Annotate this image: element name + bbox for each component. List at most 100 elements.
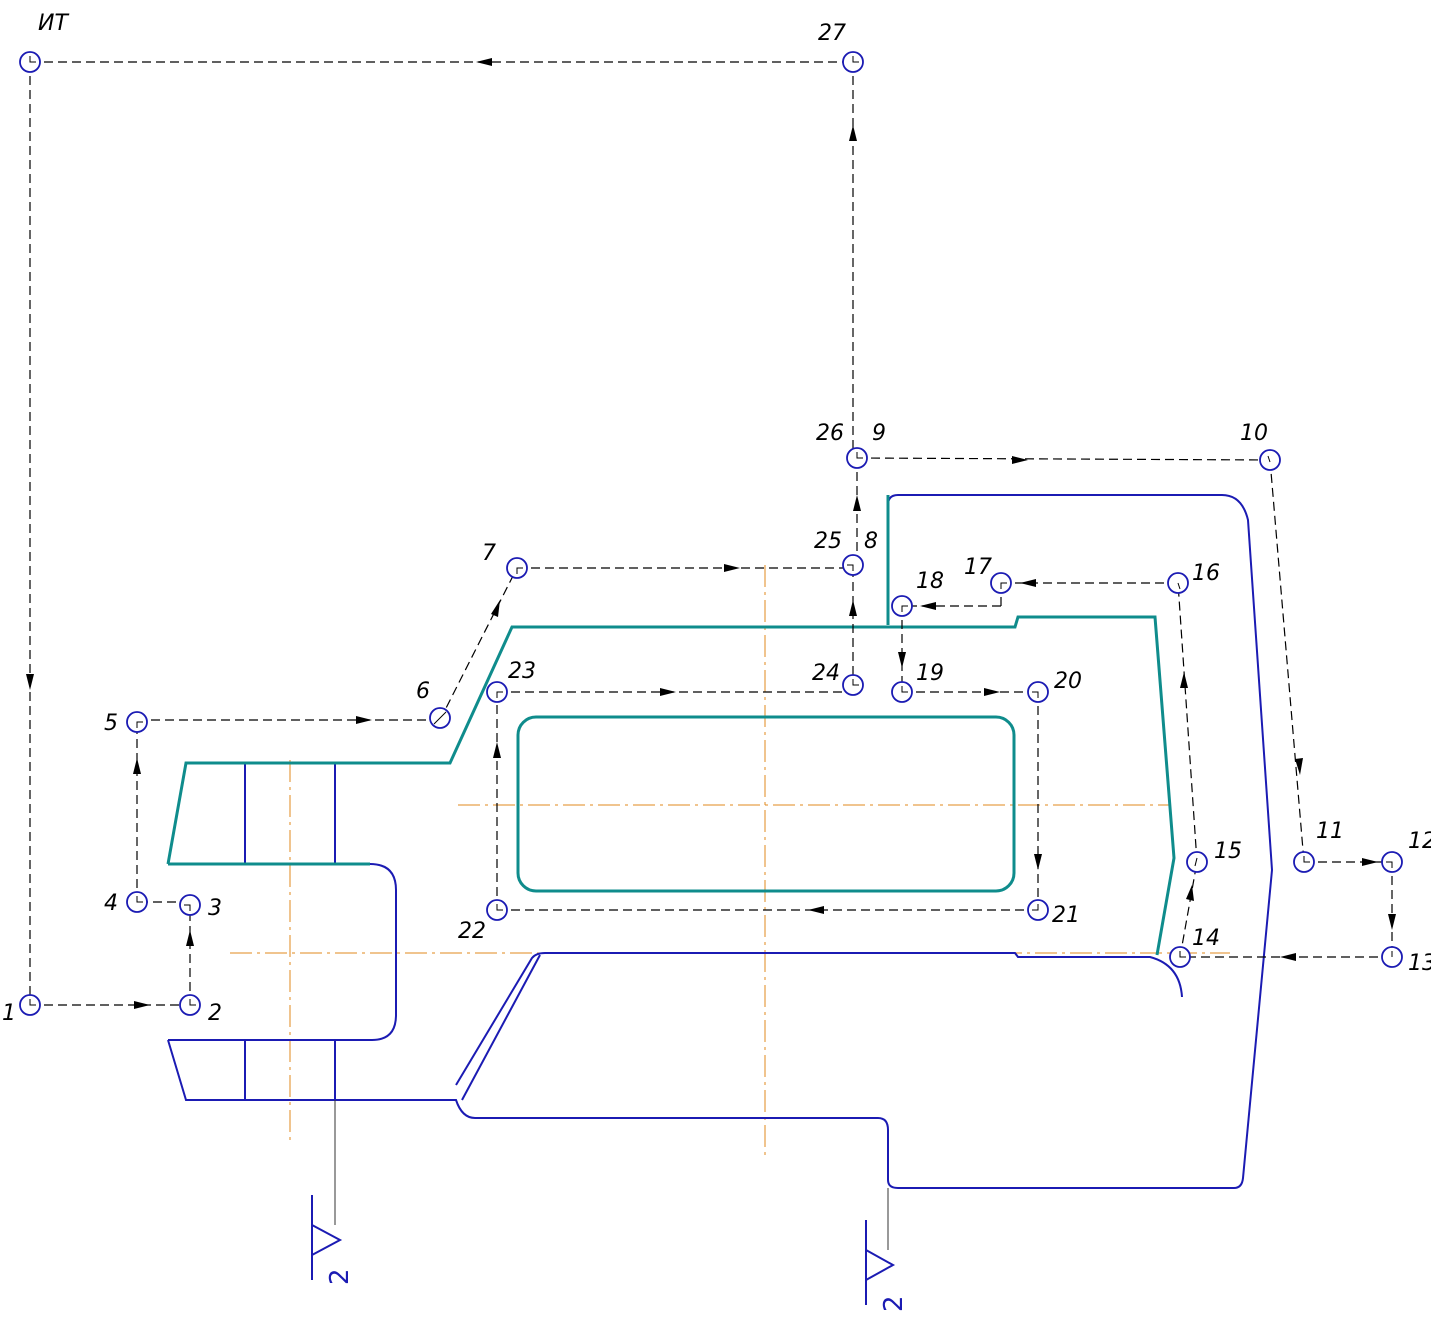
arrow-heads xyxy=(26,58,1396,1009)
point-5 xyxy=(126,711,148,733)
point-27 xyxy=(842,51,864,73)
path-9-10 xyxy=(856,457,1271,461)
label-8: 8 xyxy=(864,529,878,554)
label-13: 13 xyxy=(1408,951,1431,976)
label-9: 9 xyxy=(872,421,886,446)
label-2: 2 xyxy=(208,1001,222,1026)
label-21: 21 xyxy=(1052,903,1080,928)
point-24 xyxy=(842,674,864,696)
point-8 xyxy=(842,554,864,576)
label-12: 12 xyxy=(1408,829,1431,854)
base-mark-left: 2 xyxy=(311,1195,355,1285)
label-6: 6 xyxy=(416,679,430,704)
arrow-19-20 xyxy=(984,688,1000,696)
point-22 xyxy=(486,899,508,921)
base-number-left: 2 xyxy=(325,1268,355,1285)
arrow-18-19 xyxy=(898,652,906,668)
point-3 xyxy=(179,894,201,916)
base-mark-right: 2 xyxy=(865,1220,909,1312)
point-4 xyxy=(126,891,148,913)
label-26: 26 xyxy=(816,421,844,446)
label-18: 18 xyxy=(916,569,944,594)
path-14-15 xyxy=(1179,861,1198,958)
point-1 xyxy=(19,994,41,1016)
arrow-17-18 xyxy=(920,602,936,610)
arrow-13-14 xyxy=(1280,953,1296,961)
part-slot-right xyxy=(369,863,397,1041)
point-9 xyxy=(846,447,868,469)
label-23: 23 xyxy=(508,659,536,684)
arrow-9-10 xyxy=(1012,456,1028,464)
label-7: 7 xyxy=(482,541,496,566)
part-pocket-floor xyxy=(455,952,1183,1086)
label-4: 4 xyxy=(104,891,118,916)
arrow-4-5 xyxy=(133,758,141,774)
inner-pocket-contour xyxy=(516,715,1016,893)
arrow-1-2 xyxy=(134,1001,150,1009)
arrow-down-left xyxy=(26,674,34,690)
axis-lines xyxy=(230,565,1230,1155)
point-23 xyxy=(486,681,508,703)
point-19 xyxy=(891,681,913,703)
point-10 xyxy=(1259,449,1281,471)
arrow-2-3 xyxy=(186,930,194,946)
path-10-11 xyxy=(1269,459,1305,863)
arrow-11-12 xyxy=(1362,858,1378,866)
label-5: 5 xyxy=(104,711,118,736)
point-start xyxy=(19,51,41,73)
point-7 xyxy=(506,557,528,579)
arrow-6-7 xyxy=(491,600,500,617)
point-13 xyxy=(1381,946,1403,968)
point-labels: ИТ 1 2 3 4 5 6 7 8 25 9 26 10 11 12 13 1… xyxy=(2,11,1431,1026)
label-25: 25 xyxy=(814,529,842,554)
arrow-20-21 xyxy=(1034,854,1042,870)
label-20: 20 xyxy=(1054,669,1082,694)
arrow-21-22 xyxy=(808,906,824,914)
label-3: 3 xyxy=(208,896,222,921)
label-24: 24 xyxy=(812,661,840,686)
arrow-12-13 xyxy=(1388,914,1396,930)
point-14 xyxy=(1169,946,1191,968)
part-chamfer-line xyxy=(461,954,541,1101)
label-start: ИТ xyxy=(38,11,69,36)
point-20 xyxy=(1027,681,1049,703)
arrow-26-27 xyxy=(849,125,857,141)
label-16: 16 xyxy=(1192,561,1220,586)
arrow-16-17 xyxy=(1020,579,1036,587)
arrow-10-11 xyxy=(1295,758,1303,775)
point-21 xyxy=(1027,899,1049,921)
arrow-14-15 xyxy=(1186,885,1194,901)
point-17 xyxy=(990,572,1012,594)
point-16 xyxy=(1167,572,1189,594)
arrow-top-left xyxy=(476,58,492,66)
base-symbol-left xyxy=(311,1195,343,1280)
label-1: 1 xyxy=(2,1001,16,1026)
label-14: 14 xyxy=(1192,926,1220,951)
label-22: 22 xyxy=(458,919,486,944)
label-15: 15 xyxy=(1214,839,1242,864)
path-15-16 xyxy=(1177,582,1198,863)
point-18 xyxy=(891,595,913,617)
base-symbol-right xyxy=(865,1220,896,1305)
part-contour xyxy=(167,494,1274,1189)
path-6-7 xyxy=(439,567,518,721)
arrow-8-9 xyxy=(853,495,861,511)
arrow-24-8 xyxy=(849,600,857,616)
point-6 xyxy=(429,707,451,729)
label-17: 17 xyxy=(964,555,992,580)
arrow-23-24 xyxy=(660,688,676,696)
label-10: 10 xyxy=(1240,421,1268,446)
point-11 xyxy=(1293,851,1315,873)
outer-machined-contour xyxy=(166,615,1176,956)
arrow-22-23 xyxy=(493,742,501,758)
point-2 xyxy=(179,994,201,1016)
tool-contour xyxy=(166,495,1176,956)
label-19: 19 xyxy=(916,661,944,686)
part-left-lower xyxy=(167,494,1274,1189)
arrow-7-8 xyxy=(724,564,740,572)
label-27: 27 xyxy=(818,21,846,46)
point-15 xyxy=(1186,851,1208,873)
reference-points xyxy=(19,51,1403,1016)
arrow-5-6 xyxy=(356,716,372,724)
